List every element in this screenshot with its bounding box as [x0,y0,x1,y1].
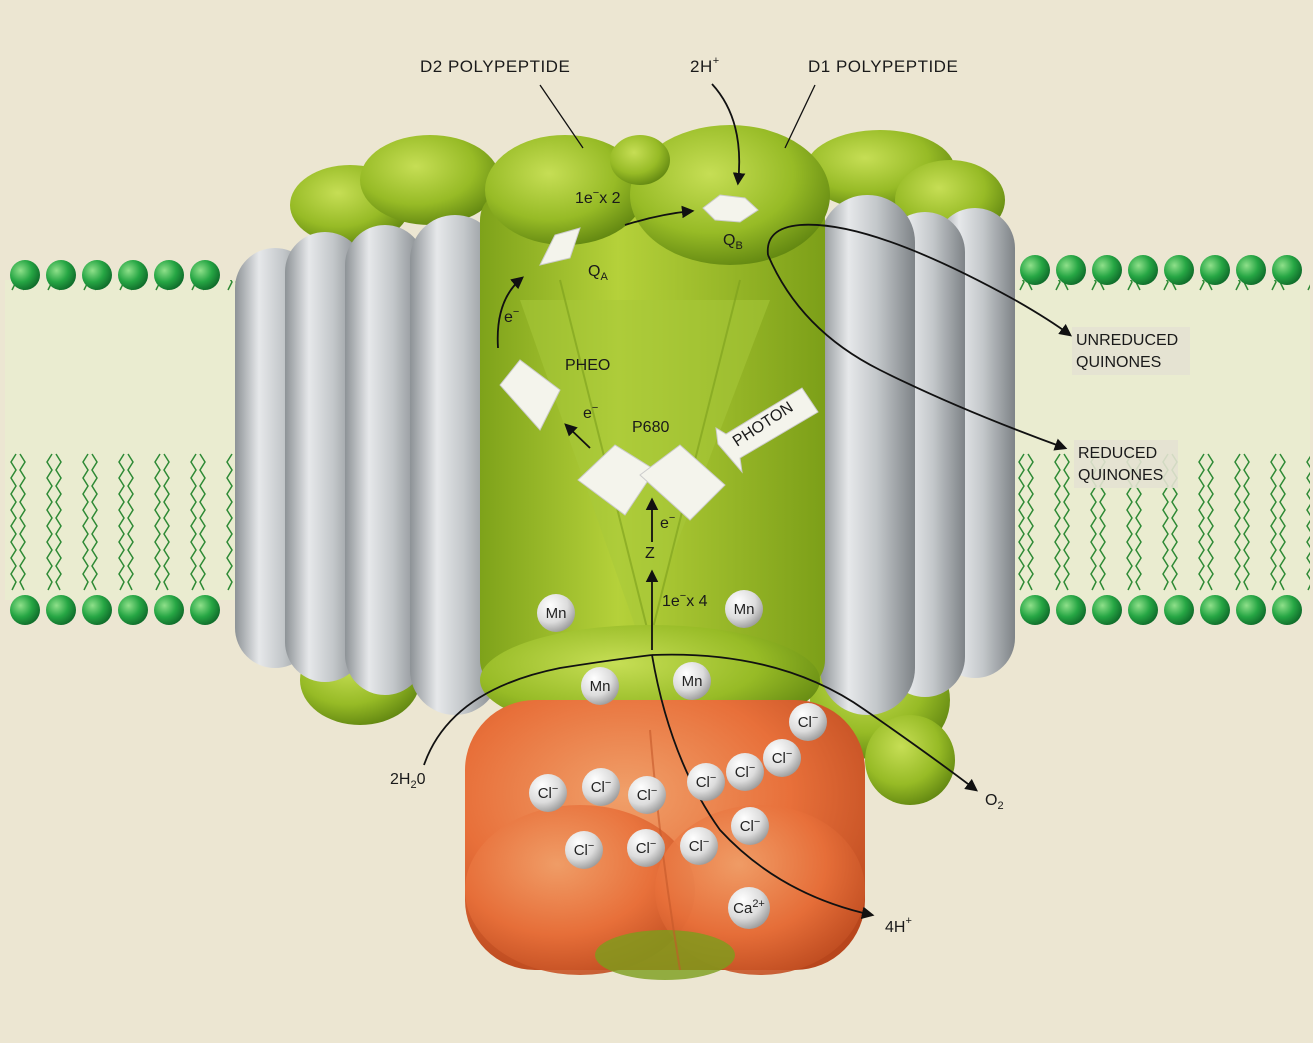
lipid-head [1020,595,1050,625]
chloride-ion: Cl− [680,827,718,865]
lipid-head [1020,255,1050,285]
gray-helices-right [820,195,1015,715]
lipid-head [82,595,112,625]
lipid-head [82,260,112,290]
chloride-ion: Cl− [565,831,603,869]
lipid-head [190,260,220,290]
calcium-ion: Ca2+ [728,887,770,929]
lipid-head [1200,255,1230,285]
lipid-head [1128,595,1158,625]
unreduced-quinones-label: UNREDUCED QUINONES [1072,327,1190,375]
lipid-head [1200,595,1230,625]
lipid-head [1056,255,1086,285]
svg-text:Mn: Mn [734,601,755,618]
lipid-head [1056,595,1086,625]
lipid-head [154,260,184,290]
lipid-head [1272,595,1302,625]
chloride-ion: Cl− [582,768,620,806]
lipid-head [1236,255,1266,285]
svg-text:Mn: Mn [590,678,611,695]
chloride-ion: Cl− [731,807,769,845]
chloride-ion: Cl− [627,829,665,867]
lipid-head [154,595,184,625]
reduced-quinones-label: REDUCED QUINONES [1074,440,1178,488]
lipid-head [1092,255,1122,285]
svg-text:D1 POLYPEPTIDE: D1 POLYPEPTIDE [808,57,958,76]
oxygen-evolving-complex [465,700,865,980]
svg-text:QUINONES: QUINONES [1076,354,1161,371]
lipid-head [10,595,40,625]
svg-text:2H+: 2H+ [690,55,720,76]
chloride-ion: Cl− [763,739,801,777]
chloride-ion: Cl− [529,774,567,812]
manganese-ion: Mn [581,667,619,705]
water-label: 2H [390,771,410,788]
d2-polypeptide-label: D2 POLYPEPTIDE [420,57,570,76]
chloride-ion: Cl− [789,703,827,741]
o2-label: O [985,792,997,809]
lipid-head [190,595,220,625]
lipid-head [118,260,148,290]
lipid-head [1092,595,1122,625]
lipid-head [46,260,76,290]
svg-text:D2 POLYPEPTIDE: D2 POLYPEPTIDE [420,57,570,76]
lipid-head [1236,595,1266,625]
chloride-ion: Cl− [628,776,666,814]
chloride-ion: Cl− [726,753,764,791]
manganese-ion: Mn [673,662,711,700]
svg-text:4H+: 4H+ [885,915,912,936]
chloride-ion: Cl− [687,763,725,801]
four-h-plus-label: 4H [885,919,905,936]
pheo-label: PHEO [565,357,610,374]
lipid-head [1164,255,1194,285]
svg-text:REDUCED: REDUCED [1078,445,1157,462]
svg-text:UNREDUCED: UNREDUCED [1076,332,1178,349]
svg-text:2H20: 2H20 [390,771,426,791]
lipid-head [1164,595,1194,625]
svg-text:QUINONES: QUINONES [1078,467,1163,484]
lipid-head [118,595,148,625]
d1-polypeptide-label: D1 POLYPEPTIDE [808,57,958,76]
lipid-head [1128,255,1158,285]
two-h-plus-label: 2H [690,57,713,76]
manganese-ion: Mn [537,594,575,632]
lipid-head [10,260,40,290]
z-label: Z [645,545,655,562]
svg-text:O2: O2 [985,792,1004,812]
manganese-ion: Mn [725,590,763,628]
gray-helices-left [235,215,500,715]
lipid-head [1272,255,1302,285]
svg-text:Mn: Mn [546,605,567,622]
svg-text:Mn: Mn [682,673,703,690]
lipid-bilayer-left [5,260,240,625]
qa-label: Q [588,263,600,280]
lipid-head [46,595,76,625]
p680-label: P680 [632,419,669,436]
qb-label: Q [723,232,735,249]
